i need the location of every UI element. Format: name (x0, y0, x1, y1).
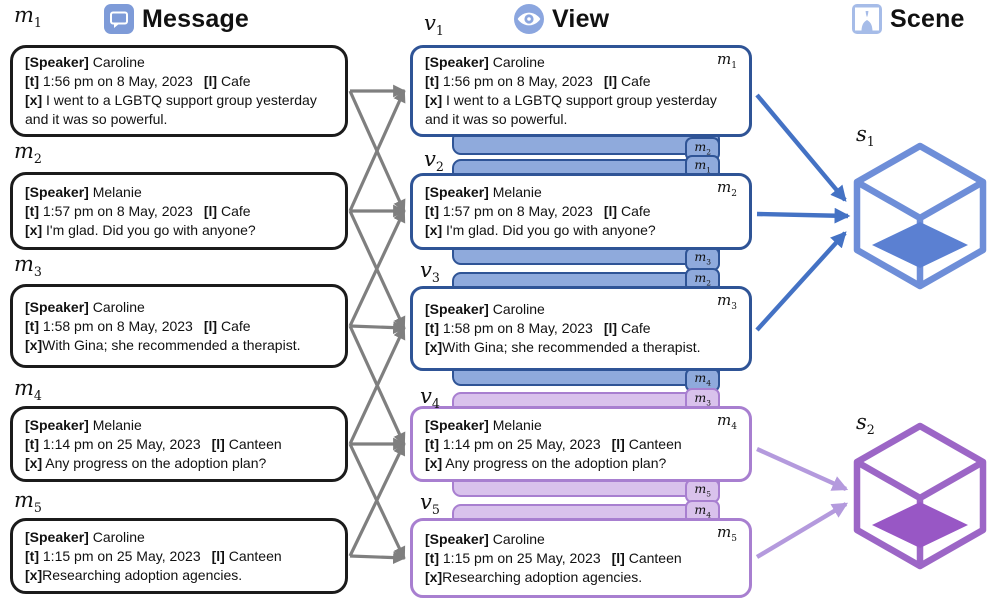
edge-v2-s1 (756, 207, 851, 224)
chat-bubble-icon (104, 4, 134, 34)
message-card-m5: [Speaker] Caroline [t] 1:15 pm on 25 May… (10, 518, 348, 594)
eye-icon (514, 4, 544, 34)
edge-m3-v4 (348, 325, 406, 446)
message-label-m3: m3 (14, 252, 42, 280)
view-label-v3: v3 (420, 258, 440, 286)
edge-m1-v2 (348, 90, 406, 213)
view-corner-label: m3 (717, 291, 737, 312)
edge-m3-v2 (348, 209, 406, 327)
scene-cube-s1 (853, 142, 987, 290)
view-card-v3: m3 [Speaker] Caroline [t] 1:58 pm on 8 M… (410, 286, 752, 371)
view-label-v1: v1 (424, 11, 444, 39)
message-label-m5: m5 (14, 488, 42, 516)
scene-cube-s2 (853, 422, 987, 570)
view-column-header: View (514, 4, 609, 34)
message-card-m1: [Speaker] Caroline [t] 1:56 pm on 8 May,… (10, 45, 348, 137)
message-label-m1: m1 (14, 3, 42, 31)
view-card-v5: m5 [Speaker] Caroline [t] 1:15 pm on 25 … (410, 518, 752, 598)
context-bar-tab: m1 (685, 155, 720, 179)
view-corner-label: m2 (717, 178, 737, 199)
scene-label-s1: s1 (856, 122, 875, 150)
message-card-m3: [Speaker] Caroline [t] 1:58 pm on 8 May,… (10, 284, 348, 368)
view-column-title: View (552, 4, 610, 33)
edge-v4-s2 (756, 446, 849, 492)
view-label-v4: v4 (420, 384, 440, 412)
view-label-v5: v5 (420, 490, 440, 518)
message-column-header: Message (104, 4, 249, 34)
message-column-title: Message (142, 4, 250, 33)
edge-v1-s1 (755, 93, 847, 202)
edge-m4-v3 (348, 326, 406, 445)
edge-m5-v5 (349, 551, 406, 564)
edge-m2-v3 (348, 210, 406, 330)
message-card-m2: [Speaker] Melanie [t] 1:57 pm on 8 May, … (10, 172, 348, 250)
view-card-v2: m2 [Speaker] Melanie [t] 1:57 pm on 8 Ma… (410, 173, 752, 250)
view-label-v2: v2 (424, 147, 444, 175)
edge-m4-v5 (348, 443, 406, 560)
view-corner-label: m5 (717, 523, 737, 544)
context-bar-tab: m3 (685, 388, 720, 412)
edge-m3-v3 (349, 321, 406, 334)
scene-column-title: Scene (890, 4, 965, 33)
message-label-m4: m4 (14, 376, 42, 404)
message-card-m4: [Speaker] Melanie [t] 1:14 pm on 25 May,… (10, 406, 348, 482)
edge-m5-v4 (348, 442, 406, 557)
scene-column-header: Scene (852, 4, 965, 34)
view-corner-label: m1 (717, 50, 737, 71)
view-card-v1: m1 [Speaker] Caroline [t] 1:56 pm on 8 M… (410, 45, 752, 137)
scene-label-s2: s2 (856, 410, 875, 438)
curtain-icon (852, 4, 882, 34)
edge-v5-s2 (755, 502, 849, 559)
view-corner-label: m4 (717, 411, 737, 432)
message-label-m2: m2 (14, 139, 42, 167)
edge-m2-v1 (348, 89, 406, 212)
view-card-v4: m4 [Speaker] Melanie [t] 1:14 pm on 25 M… (410, 406, 752, 482)
edge-v3-s1 (755, 231, 847, 332)
